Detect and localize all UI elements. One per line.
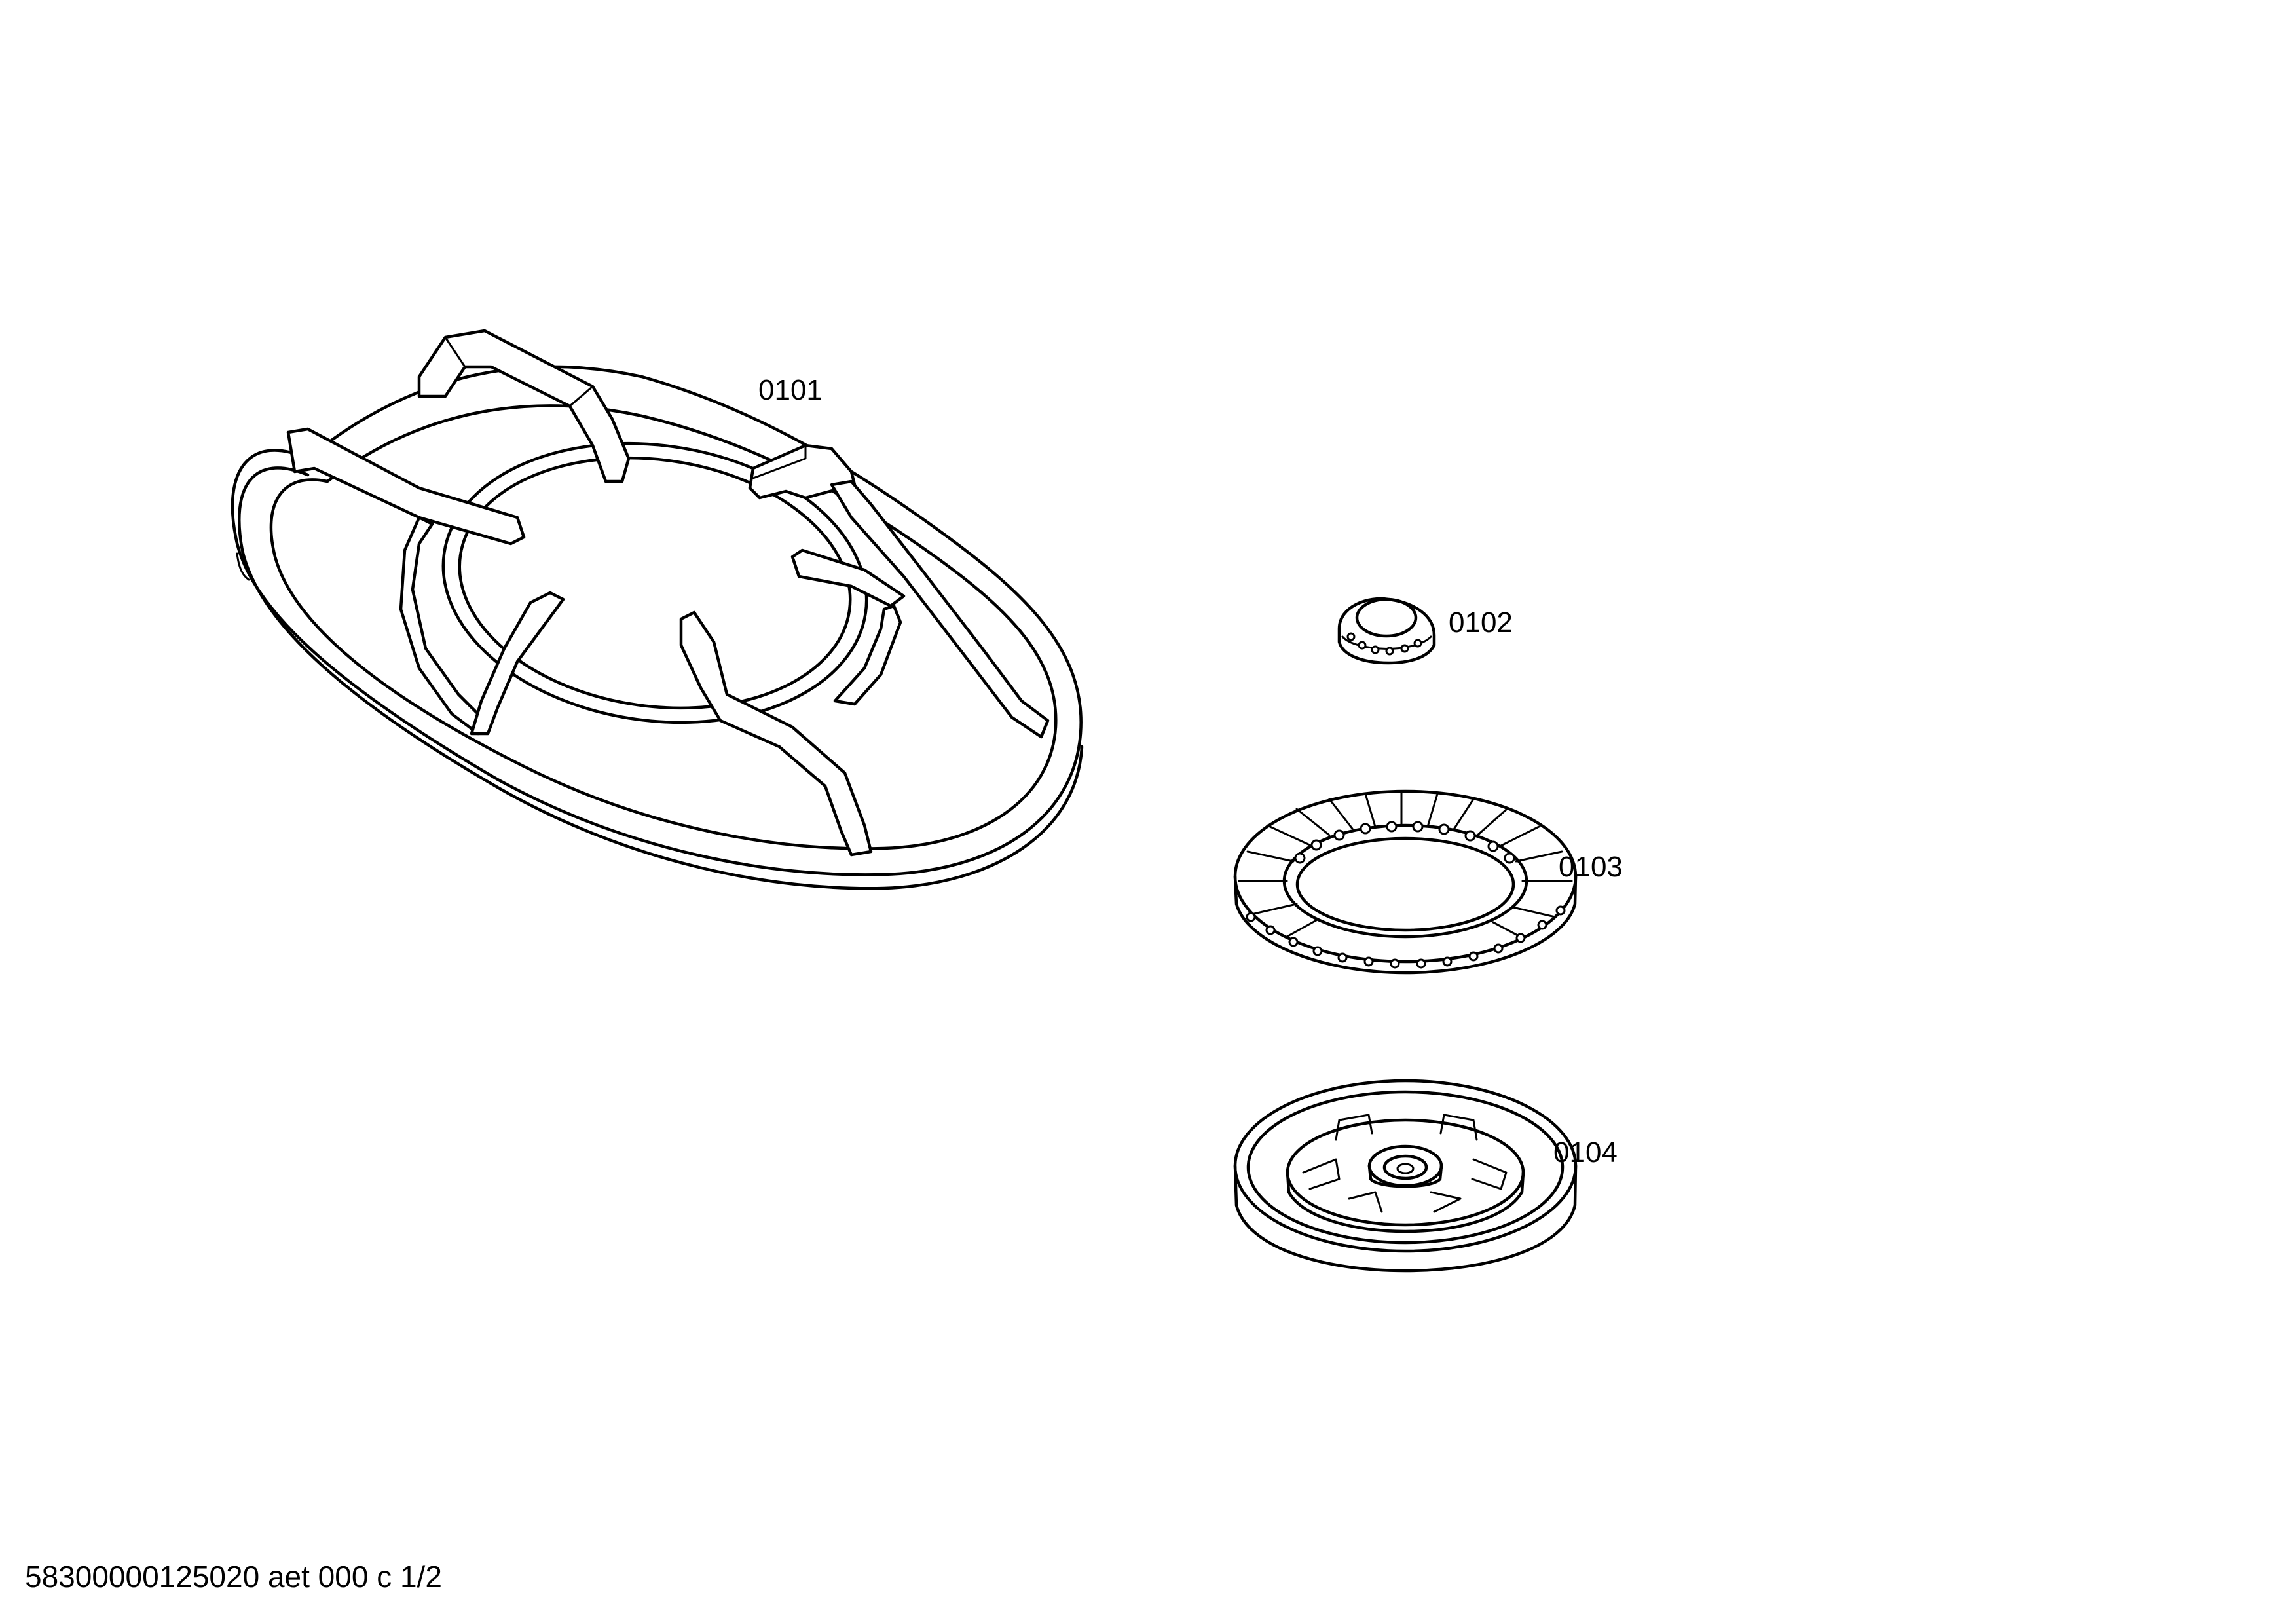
document-code: 58300000125020 aet 000 c 1/2 — [25, 1560, 442, 1594]
burner-cap-part — [1337, 597, 1436, 665]
part-number-label: 0102 — [1449, 607, 1513, 639]
burner-base-part — [1233, 1079, 1578, 1273]
part-number-label: 0101 — [758, 374, 823, 406]
burner-crown-part — [1233, 789, 1578, 975]
part-number-label: 0103 — [1559, 851, 1623, 883]
pan-support-grid-part — [231, 329, 1084, 890]
part-number-label: 0104 — [1553, 1136, 1618, 1169]
